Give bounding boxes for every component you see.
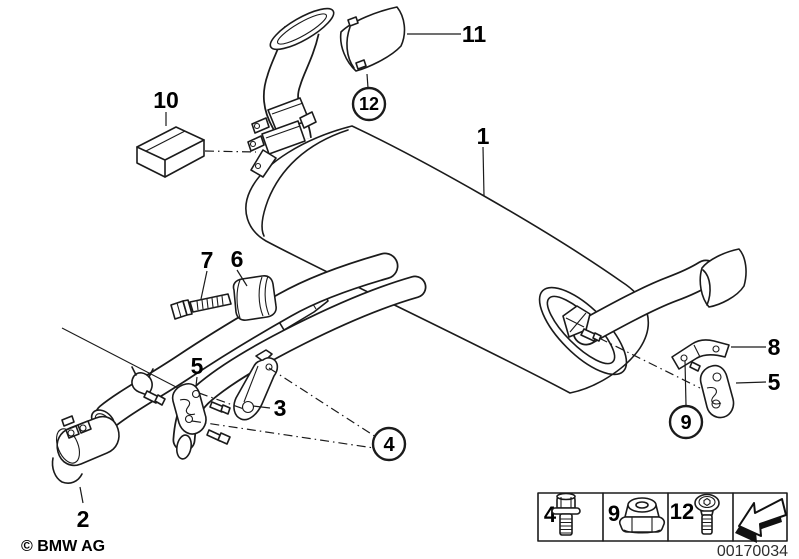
muffler-body xyxy=(245,125,650,394)
legend-number-12: 12 xyxy=(670,499,694,524)
rubber-mount-right xyxy=(699,364,735,419)
callout-2: 2 xyxy=(77,506,90,532)
direction-of-travel-arrow-icon xyxy=(735,498,787,543)
pipe-hook-bracket xyxy=(131,366,166,406)
callout-12-text: 12 xyxy=(359,94,379,114)
flange-nut-icon xyxy=(618,497,666,534)
pipe-clamp xyxy=(51,415,120,484)
mount-pin-upper xyxy=(209,401,231,415)
callout-4-text: 4 xyxy=(383,434,395,456)
callout-6: 6 xyxy=(231,246,244,272)
callout-3: 3 xyxy=(274,395,287,421)
callout-circle-12: 12 xyxy=(351,86,387,122)
endcap-bracket xyxy=(562,305,602,342)
mount-pin-lower xyxy=(206,429,231,445)
outlet-tip xyxy=(699,248,747,308)
clamp-tab-bottom xyxy=(355,59,367,70)
support-bracket xyxy=(671,339,730,372)
hex-bolt xyxy=(170,293,232,320)
copyright-text: © BMW AG xyxy=(21,538,105,555)
hex-flange-bolt-icon xyxy=(551,492,581,536)
leader-lines xyxy=(79,33,767,504)
callout-5-right: 5 xyxy=(768,369,781,395)
legend-number-9: 9 xyxy=(608,501,620,526)
callouts: 10 11 1 7 6 5 3 2 8 5 12 4 9 xyxy=(77,21,781,532)
torx-screw-icon xyxy=(694,493,720,535)
alignment-line xyxy=(61,327,179,389)
repair-kit-box xyxy=(136,126,205,178)
inlet-clamp xyxy=(247,97,317,178)
tailpipe-trim xyxy=(339,6,406,72)
callout-7: 7 xyxy=(201,247,214,273)
callout-5-left: 5 xyxy=(191,353,204,379)
callout-9-text: 9 xyxy=(680,412,691,434)
callout-circle-9: 9 xyxy=(668,404,704,440)
callout-8: 8 xyxy=(768,334,781,360)
callout-1: 1 xyxy=(477,123,490,149)
callout-circle-4: 4 xyxy=(371,426,407,462)
rubber-bushing xyxy=(232,275,277,321)
drawing-number: 00170034 xyxy=(717,543,788,559)
outlet-pipe xyxy=(572,259,720,346)
legend-table: 4 9 12 xyxy=(537,492,788,543)
hanger-bracket xyxy=(233,349,279,421)
callout-11: 11 xyxy=(462,21,487,47)
callout-10: 10 xyxy=(153,87,179,113)
clamp-tab-top xyxy=(347,16,359,27)
